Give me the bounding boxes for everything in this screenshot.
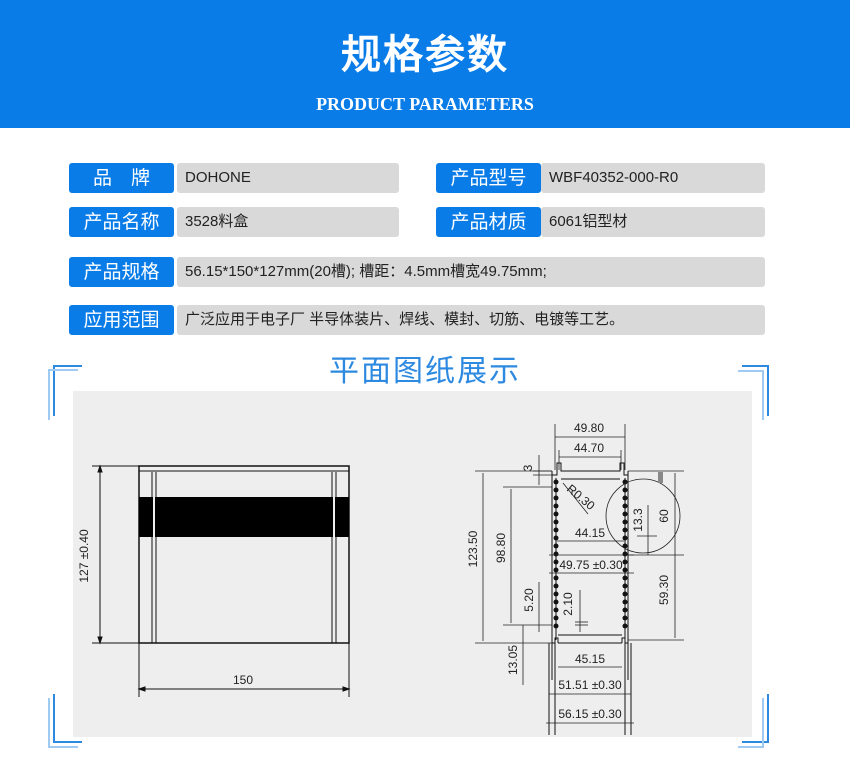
dim-detail-circle: 60: [657, 509, 671, 523]
dim-slot-bottom: 2.10: [561, 592, 575, 616]
param-model: 产品型号 WBF40352-000-R0: [436, 163, 765, 193]
dim-front-height: 127 ±0.40: [77, 529, 91, 583]
page-title: 规格参数: [341, 31, 509, 78]
dim-base-mid: 51.51 ±0.30: [558, 678, 622, 692]
param-label: 品 牌: [69, 163, 174, 193]
dim-foot: 13.05: [506, 645, 520, 675]
corner-bracket-bottom-left: [48, 694, 82, 748]
technical-drawing: 127 ±0.40 150 49.80 44.70 3 R0.30 44.15 …: [73, 391, 752, 737]
drawing-section-title: 平面图纸展示: [329, 354, 521, 389]
slot-beads: [553, 479, 628, 629]
param-value: 3528料盒: [177, 207, 399, 237]
param-spec: 产品规格 56.15*150*127mm(20槽); 槽距：4.5mm槽宽49.…: [69, 257, 765, 287]
param-value: 6061铝型材: [541, 207, 765, 237]
corner-bracket-bottom-right: [738, 694, 769, 748]
param-value: DOHONE: [177, 163, 399, 193]
dim-top-outer: 49.80: [574, 421, 604, 435]
param-value: 56.15*150*127mm(20槽); 槽距：4.5mm槽宽49.75mm;: [177, 257, 765, 287]
dim-base-outer: 56.15 ±0.30: [558, 707, 622, 721]
dimension-lines: [475, 424, 684, 724]
param-label: 产品规格: [69, 257, 174, 287]
page-subtitle: PRODUCT PARAMETERS: [316, 94, 534, 114]
param-label: 应用范围: [69, 305, 174, 335]
corner-bracket-top-left: [48, 365, 82, 420]
param-application: 应用范围 广泛应用于电子厂 半导体装片、焊线、模封、切筋、电镀等工艺。: [69, 305, 765, 335]
dim-lip: 3: [521, 464, 535, 471]
dim-right-h: 59.30: [657, 575, 671, 605]
dim-inner-width: 44.15: [575, 526, 605, 540]
param-value: 广泛应用于电子厂 半导体装片、焊线、模封、切筋、电镀等工艺。: [177, 305, 765, 335]
dim-base-inner: 45.15: [575, 652, 605, 666]
front-view: [92, 464, 351, 697]
dim-detail-h: 13.3: [631, 508, 645, 532]
detail-marker: [658, 472, 663, 483]
dim-top-inner: 44.70: [574, 441, 604, 455]
param-label: 产品型号: [436, 163, 541, 193]
param-value: WBF40352-000-R0: [541, 163, 765, 193]
dim-front-width: 150: [233, 673, 253, 687]
param-label: 产品材质: [436, 207, 541, 237]
dim-inner-h: 98.80: [494, 533, 508, 563]
param-brand: 品 牌 DOHONE: [69, 163, 399, 193]
dim-slot-width: 49.75 ±0.30: [559, 558, 623, 572]
param-name: 产品名称 3528料盒: [69, 207, 399, 237]
param-label: 产品名称: [69, 207, 174, 237]
param-material: 产品材质 6061铝型材: [436, 207, 765, 237]
dim-radius: R0.30: [564, 482, 598, 514]
corner-bracket-top-right: [738, 365, 769, 420]
dim-bottom-gap: 5.20: [522, 588, 536, 612]
drawing-canvas: 127 ±0.40 150 49.80 44.70 3 R0.30 44.15 …: [77, 421, 684, 735]
dim-overall-h: 123.50: [466, 530, 480, 567]
header-banner: 规格参数 PRODUCT PARAMETERS: [0, 0, 850, 128]
